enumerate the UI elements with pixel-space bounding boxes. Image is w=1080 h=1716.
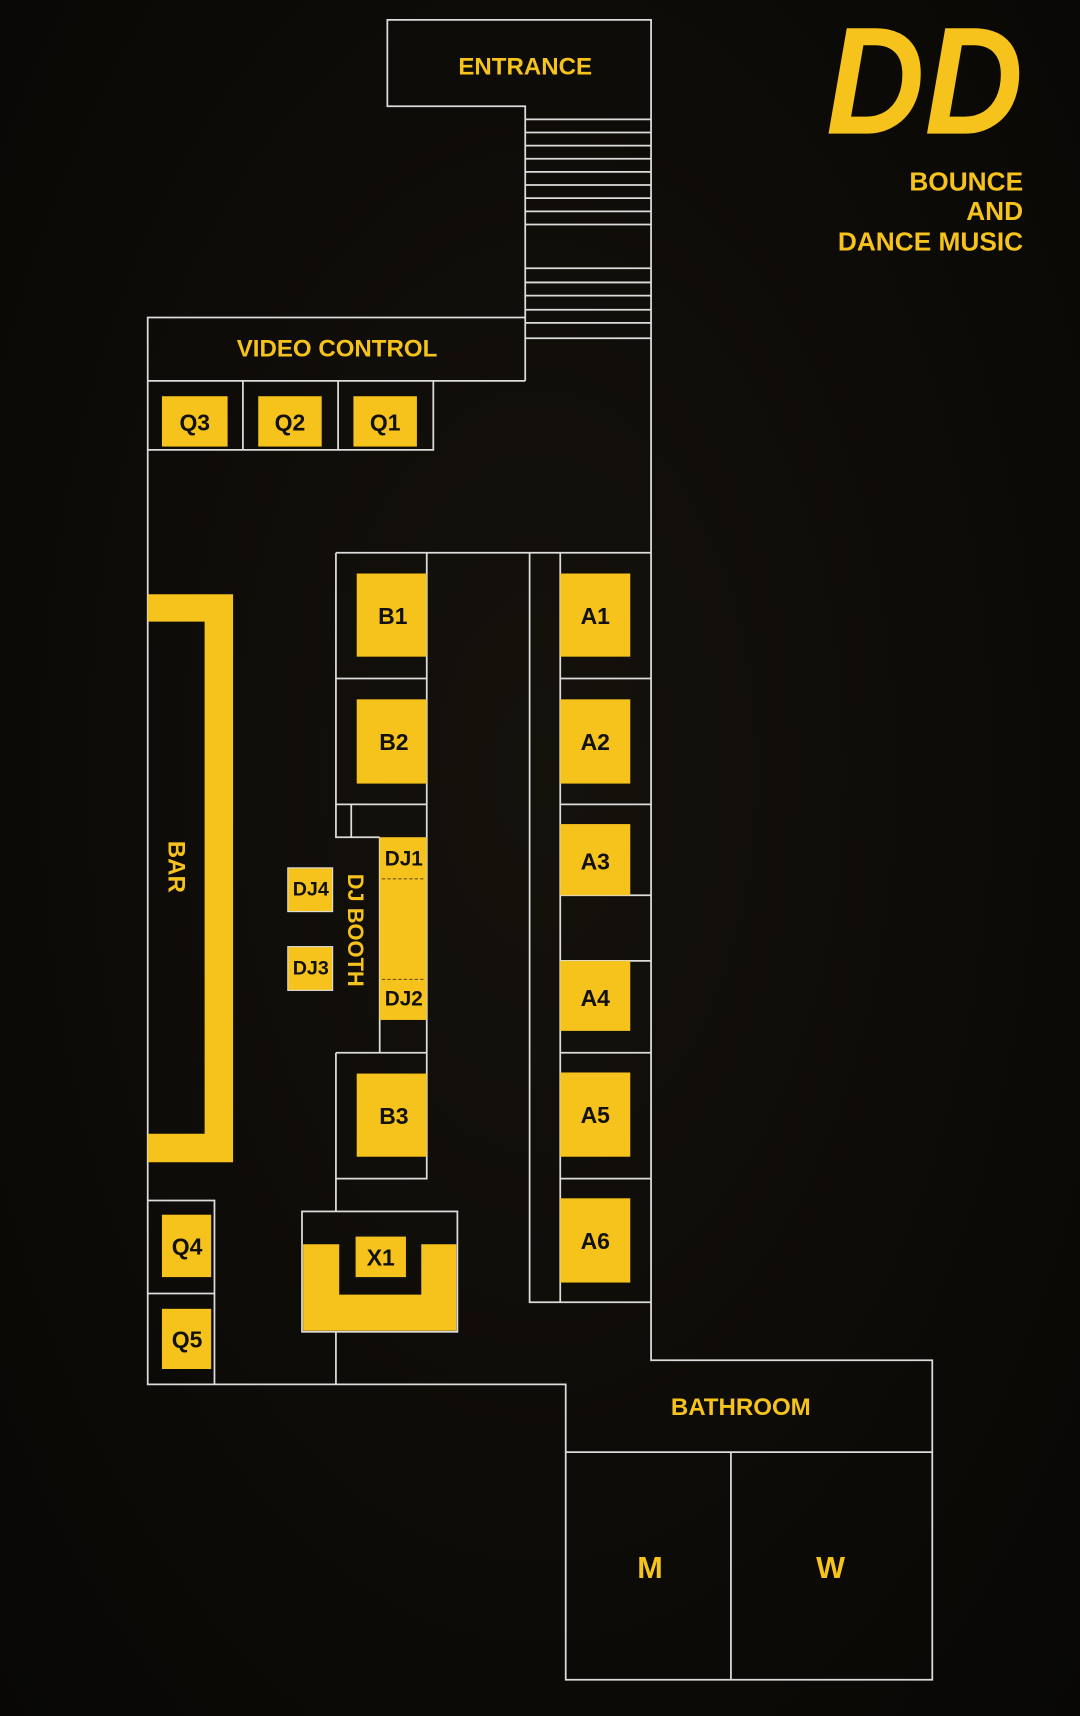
table-q5[interactable]: Q5 [161, 1308, 212, 1370]
table-b3[interactable]: B3 [356, 1073, 427, 1157]
bar-label: BAR [163, 841, 190, 893]
table-label: A3 [581, 848, 610, 874]
table-label: Q3 [179, 409, 210, 435]
logo: DD BOUNCE AND DANCE MUSIC [826, 0, 1023, 257]
table-a1[interactable]: A1 [560, 573, 631, 657]
table-x1[interactable]: X1 [303, 1234, 457, 1331]
table-q1[interactable]: Q1 [353, 396, 417, 447]
tagline-line-2: AND [966, 196, 1023, 226]
table-label: B2 [379, 729, 408, 755]
tagline-line-1: BOUNCE [909, 167, 1023, 197]
table-label: Q2 [275, 409, 306, 435]
table-label: A6 [581, 1228, 610, 1254]
tagline-line-3: DANCE MUSIC [838, 227, 1023, 257]
table-dj4[interactable]: DJ4 [287, 867, 334, 913]
bathroom-label: BATHROOM [671, 1394, 811, 1421]
table-label: B1 [378, 603, 408, 629]
table-label: Q1 [370, 409, 401, 435]
table-q2[interactable]: Q2 [258, 396, 322, 447]
table-label: DJ1 [385, 848, 423, 871]
dj-booth-label: DJ BOOTH [343, 874, 368, 987]
logo-mark: DD [826, 0, 1023, 167]
table-a4[interactable]: A4 [560, 960, 631, 1031]
walls [146, 18, 934, 1681]
table-label: DJ2 [385, 988, 423, 1011]
table-label: A1 [581, 603, 611, 629]
dj-booth: DJ BOOTH [343, 837, 427, 1020]
entrance-label: ENTRANCE [458, 53, 592, 80]
video-control-label: VIDEO CONTROL [237, 336, 438, 363]
table-a3[interactable]: A3 [560, 824, 631, 896]
table-dj2[interactable]: DJ2 [385, 988, 423, 1011]
mens-room-label: M [637, 1551, 663, 1585]
table-q3[interactable]: Q3 [161, 396, 228, 447]
table-label: DJ4 [293, 879, 329, 901]
table-label: B3 [379, 1103, 408, 1129]
table-a5[interactable]: A5 [560, 1072, 631, 1157]
table-label: A4 [581, 985, 611, 1011]
table-label: DJ3 [293, 958, 329, 980]
table-label: A5 [581, 1102, 611, 1128]
table-q4[interactable]: Q4 [161, 1214, 212, 1278]
table-dj3[interactable]: DJ3 [287, 946, 334, 991]
table-a6[interactable]: A6 [560, 1198, 631, 1283]
table-label: Q4 [172, 1233, 203, 1259]
table-dj1[interactable]: DJ1 [385, 848, 423, 871]
table-label: Q5 [172, 1326, 203, 1352]
bar: BAR [147, 594, 234, 1163]
table-b2[interactable]: B2 [356, 699, 427, 784]
table-label: X1 [367, 1244, 395, 1270]
table-label: A2 [581, 729, 610, 755]
table-a2[interactable]: A2 [560, 699, 631, 784]
stairs [525, 118, 652, 340]
table-b1[interactable]: B1 [356, 573, 427, 657]
womens-room-label: W [816, 1551, 845, 1585]
